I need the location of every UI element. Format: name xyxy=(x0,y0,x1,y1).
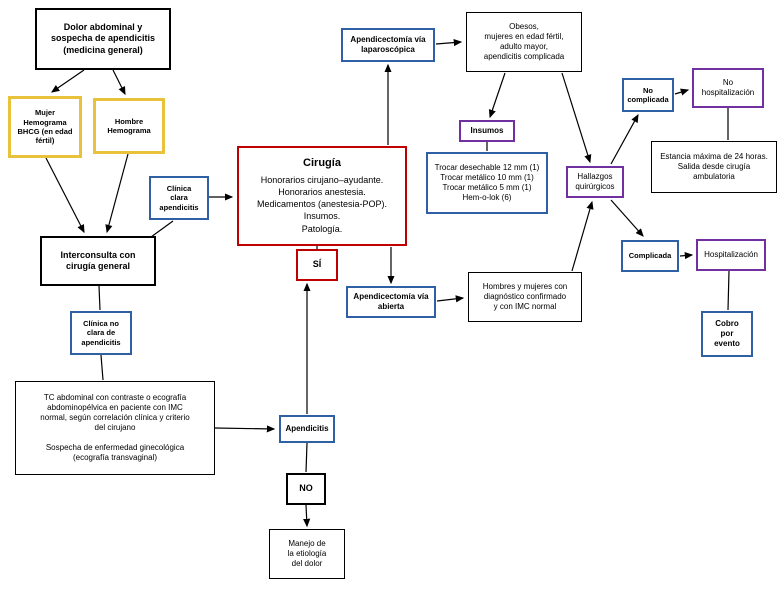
node-dolor-abdominal: Dolor abdominal y sospecha de apendiciti… xyxy=(35,8,171,70)
node-hombres-mujeres: Hombres y mujeres con diagnóstico confir… xyxy=(468,272,582,322)
cirugia-title: Cirugía xyxy=(303,157,341,170)
node-interconsulta: Interconsulta con cirugía general xyxy=(40,236,156,286)
node-estancia: Estancia máxima de 24 horas. Salida desd… xyxy=(651,141,777,193)
node-clinica-clara: Clínica clara apendicitis xyxy=(149,176,209,220)
node-si: SÍ xyxy=(296,249,338,281)
node-insumos: Insumos xyxy=(459,120,515,142)
node-no: NO xyxy=(286,473,326,505)
cirugia-body: Honorarios cirujano–ayudante. Honorarios… xyxy=(256,175,388,234)
node-manejo-etiologia: Manejo de la etiología del dolor xyxy=(269,529,345,579)
node-obesos: Obesos, mujeres en edad fértil, adulto m… xyxy=(466,12,582,72)
node-mujer: Mujer Hemograma BHCG (en edad fértil) xyxy=(8,96,82,158)
node-apendicectomia-laparoscopica: Apendicectomía vía laparoscópica xyxy=(341,28,435,62)
node-hallazgos-quirurgicos: Hallazgos quirúrgicos xyxy=(566,166,624,198)
node-no-complicada: No complicada xyxy=(622,78,674,112)
node-no-hospitalizacion: No hospitalización xyxy=(692,68,764,108)
node-complicada: Complicada xyxy=(621,240,679,272)
node-trocar-lista: Trocar desechable 12 mm (1) Trocar metál… xyxy=(426,152,548,214)
node-hospitalizacion: Hospitalización xyxy=(696,239,766,271)
node-cobro-evento: Cobro por evento xyxy=(701,311,753,357)
node-cirugia: Cirugía Honorarios cirujano–ayudante. Ho… xyxy=(237,146,407,246)
node-apendicitis: Apendicitis xyxy=(279,415,335,443)
node-tc-abdominal: TC abdominal con contraste o ecografía a… xyxy=(15,381,215,475)
node-clinica-no-clara: Clínica no clara de apendicitis xyxy=(70,311,132,355)
node-apendicectomia-abierta: Apendicectomía vía abierta xyxy=(346,286,436,318)
node-hombre: Hombre Hemograma xyxy=(93,98,165,154)
